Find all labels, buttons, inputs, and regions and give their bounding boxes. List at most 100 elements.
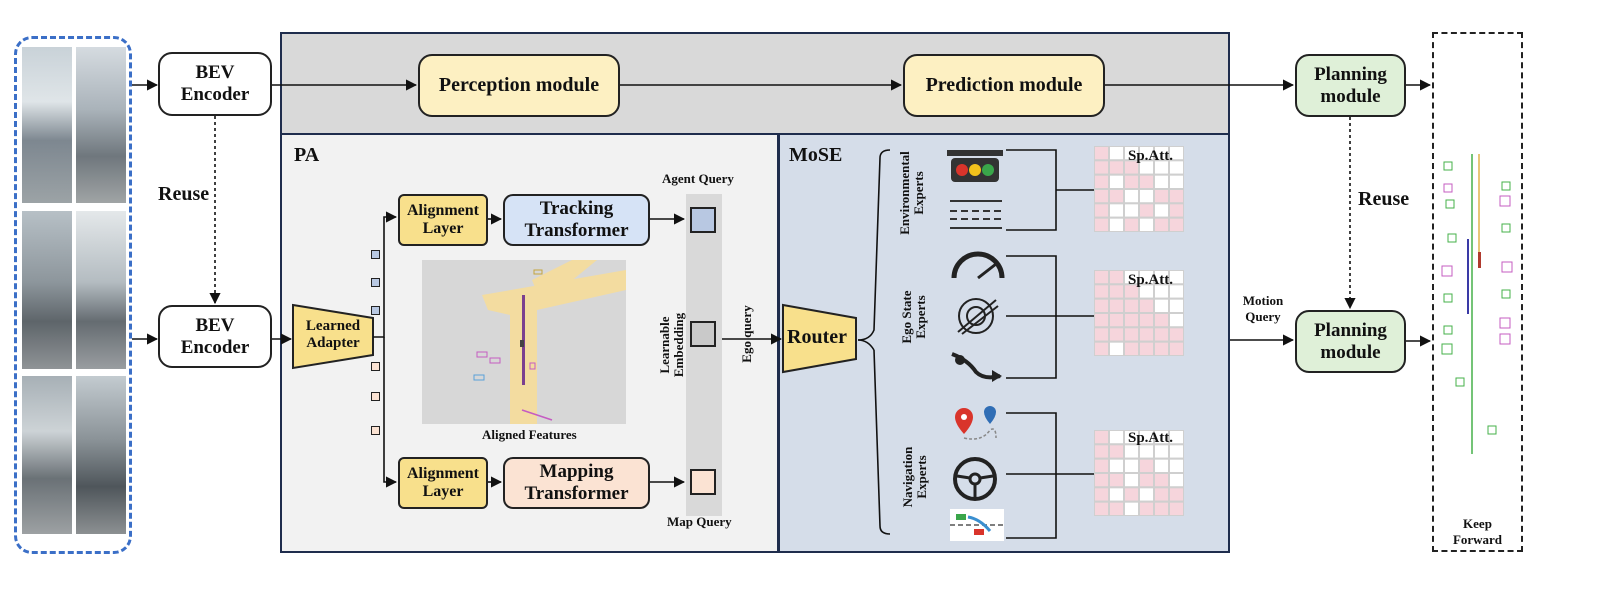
sp-att-cell: [1123, 472, 1140, 489]
lane-change-icon: [950, 509, 1004, 541]
feature-square-6: [371, 426, 380, 435]
keep-forward-label: Keep Forward: [1452, 516, 1503, 548]
tracking-transformer-label: Tracking Transformer: [524, 198, 629, 241]
tracking-transformer: Tracking Transformer: [503, 194, 650, 246]
feature-square-3: [371, 306, 380, 315]
sp-att-cell: [1093, 326, 1110, 343]
sp-att-cell: [1153, 188, 1170, 205]
agent-query-square: [690, 207, 716, 233]
camera-image-left: [22, 211, 72, 369]
planning-module-bottom-label: Planning module: [1314, 319, 1387, 363]
prediction-module: Prediction module: [903, 54, 1105, 117]
sp-att-cell: [1093, 312, 1110, 329]
planning-module-top-label: Planning module: [1314, 63, 1387, 107]
alignment-layer-top: Alignment Layer: [398, 194, 488, 246]
camera-image-right: [76, 211, 126, 369]
sp-att-cell: [1168, 326, 1185, 343]
sp-att-cell: [1108, 145, 1125, 162]
alignment-layer-bottom-label: Alignment Layer: [407, 464, 479, 500]
sp-att-grid-1-cells: [1093, 145, 1185, 233]
sp-att-cell: [1123, 202, 1140, 219]
bev-encoder-bottom: BEV Encoder: [158, 305, 272, 368]
sp-att-grid-2: [1093, 269, 1185, 357]
camera-image-front-left: [22, 47, 72, 203]
embedding-square: [690, 321, 716, 347]
mapping-transformer: Mapping Transformer: [503, 457, 650, 509]
sp-att-cell: [1093, 216, 1110, 233]
motion-query-label: Motion Query: [1242, 293, 1284, 324]
sp-att-cell: [1168, 340, 1185, 357]
alignment-layer-top-label: Alignment Layer: [407, 201, 479, 237]
sp-att-grid-2-cells: [1093, 269, 1185, 357]
sp-att-cell: [1123, 173, 1140, 190]
camera-image-back-left: [22, 376, 72, 534]
sp-att-cell: [1123, 457, 1140, 474]
planning-module-top: Planning module: [1295, 54, 1406, 117]
sp-att-cell: [1138, 312, 1155, 329]
aligned-features-map: [422, 260, 626, 424]
map-pin-icon: [955, 406, 997, 440]
sp-att-label-3: Sp.Att.: [1128, 430, 1174, 446]
right-reuse-label: Reuse: [1358, 188, 1410, 210]
sp-att-cell: [1093, 297, 1110, 314]
sp-att-cell: [1093, 188, 1110, 205]
perception-module: Perception module: [418, 54, 620, 117]
bev-encoder-bottom-label: BEV Encoder: [180, 314, 250, 358]
sp-att-cell: [1153, 312, 1170, 329]
sp-att-cell: [1108, 429, 1125, 446]
sp-att-cell: [1123, 188, 1140, 205]
learnable-embedding-column: [686, 194, 722, 516]
sp-att-cell: [1108, 188, 1125, 205]
sp-att-cell: [1108, 297, 1125, 314]
bev-encoder-top-label: BEV Encoder: [180, 62, 250, 105]
sp-att-grid-1: [1093, 145, 1185, 233]
camera-image-back: [76, 376, 126, 534]
sp-att-cell: [1093, 269, 1110, 286]
sp-att-label-1: Sp.Att.: [1128, 148, 1174, 164]
sp-att-cell: [1168, 500, 1185, 517]
sp-att-cell: [1168, 173, 1185, 190]
feature-square-1: [371, 250, 380, 259]
sp-att-cell: [1108, 457, 1125, 474]
mose-title: MoSE: [789, 144, 843, 166]
sp-att-cell: [1168, 202, 1185, 219]
sp-att-cell: [1153, 173, 1170, 190]
sp-att-cell: [1153, 500, 1170, 517]
sp-att-cell: [1153, 326, 1170, 343]
sp-att-cell: [1168, 216, 1185, 233]
sp-att-cell: [1153, 216, 1170, 233]
sp-att-cell: [1108, 269, 1125, 286]
prediction-module-label: Prediction module: [925, 74, 1083, 96]
steering-wheel-icon: [953, 457, 997, 501]
sp-att-cell: [1108, 216, 1125, 233]
sp-att-cell: [1168, 486, 1185, 503]
lane-lines-icon: [950, 200, 1002, 229]
sp-att-cell: [1138, 486, 1155, 503]
perception-module-label: Perception module: [438, 74, 600, 96]
sp-att-cell: [1093, 340, 1110, 357]
sp-att-cell: [1108, 472, 1125, 489]
sp-att-cell: [1093, 202, 1110, 219]
ego-state-experts-label: Ego State Experts: [899, 290, 929, 344]
sp-att-cell: [1153, 486, 1170, 503]
sp-att-cell: [1138, 500, 1155, 517]
sp-att-cell: [1168, 188, 1185, 205]
feature-square-5: [371, 392, 380, 401]
sp-att-cell: [1138, 216, 1155, 233]
sp-att-cell: [1123, 216, 1140, 233]
sp-att-cell: [1123, 486, 1140, 503]
sp-att-cell: [1093, 500, 1110, 517]
sp-att-cell: [1108, 340, 1125, 357]
feature-square-2: [371, 278, 380, 287]
sp-att-cell: [1168, 472, 1185, 489]
sp-att-cell: [1123, 312, 1140, 329]
sp-att-cell: [1153, 457, 1170, 474]
navigation-experts-label: Navigation Experts: [900, 446, 930, 508]
sp-att-cell: [1168, 312, 1185, 329]
sp-att-grid-3-cells: [1093, 429, 1185, 517]
sp-att-cell: [1108, 443, 1125, 460]
sp-att-cell: [1168, 297, 1185, 314]
sp-att-cell: [1093, 145, 1110, 162]
sp-att-cell: [1138, 457, 1155, 474]
sp-att-cell: [1108, 486, 1125, 503]
